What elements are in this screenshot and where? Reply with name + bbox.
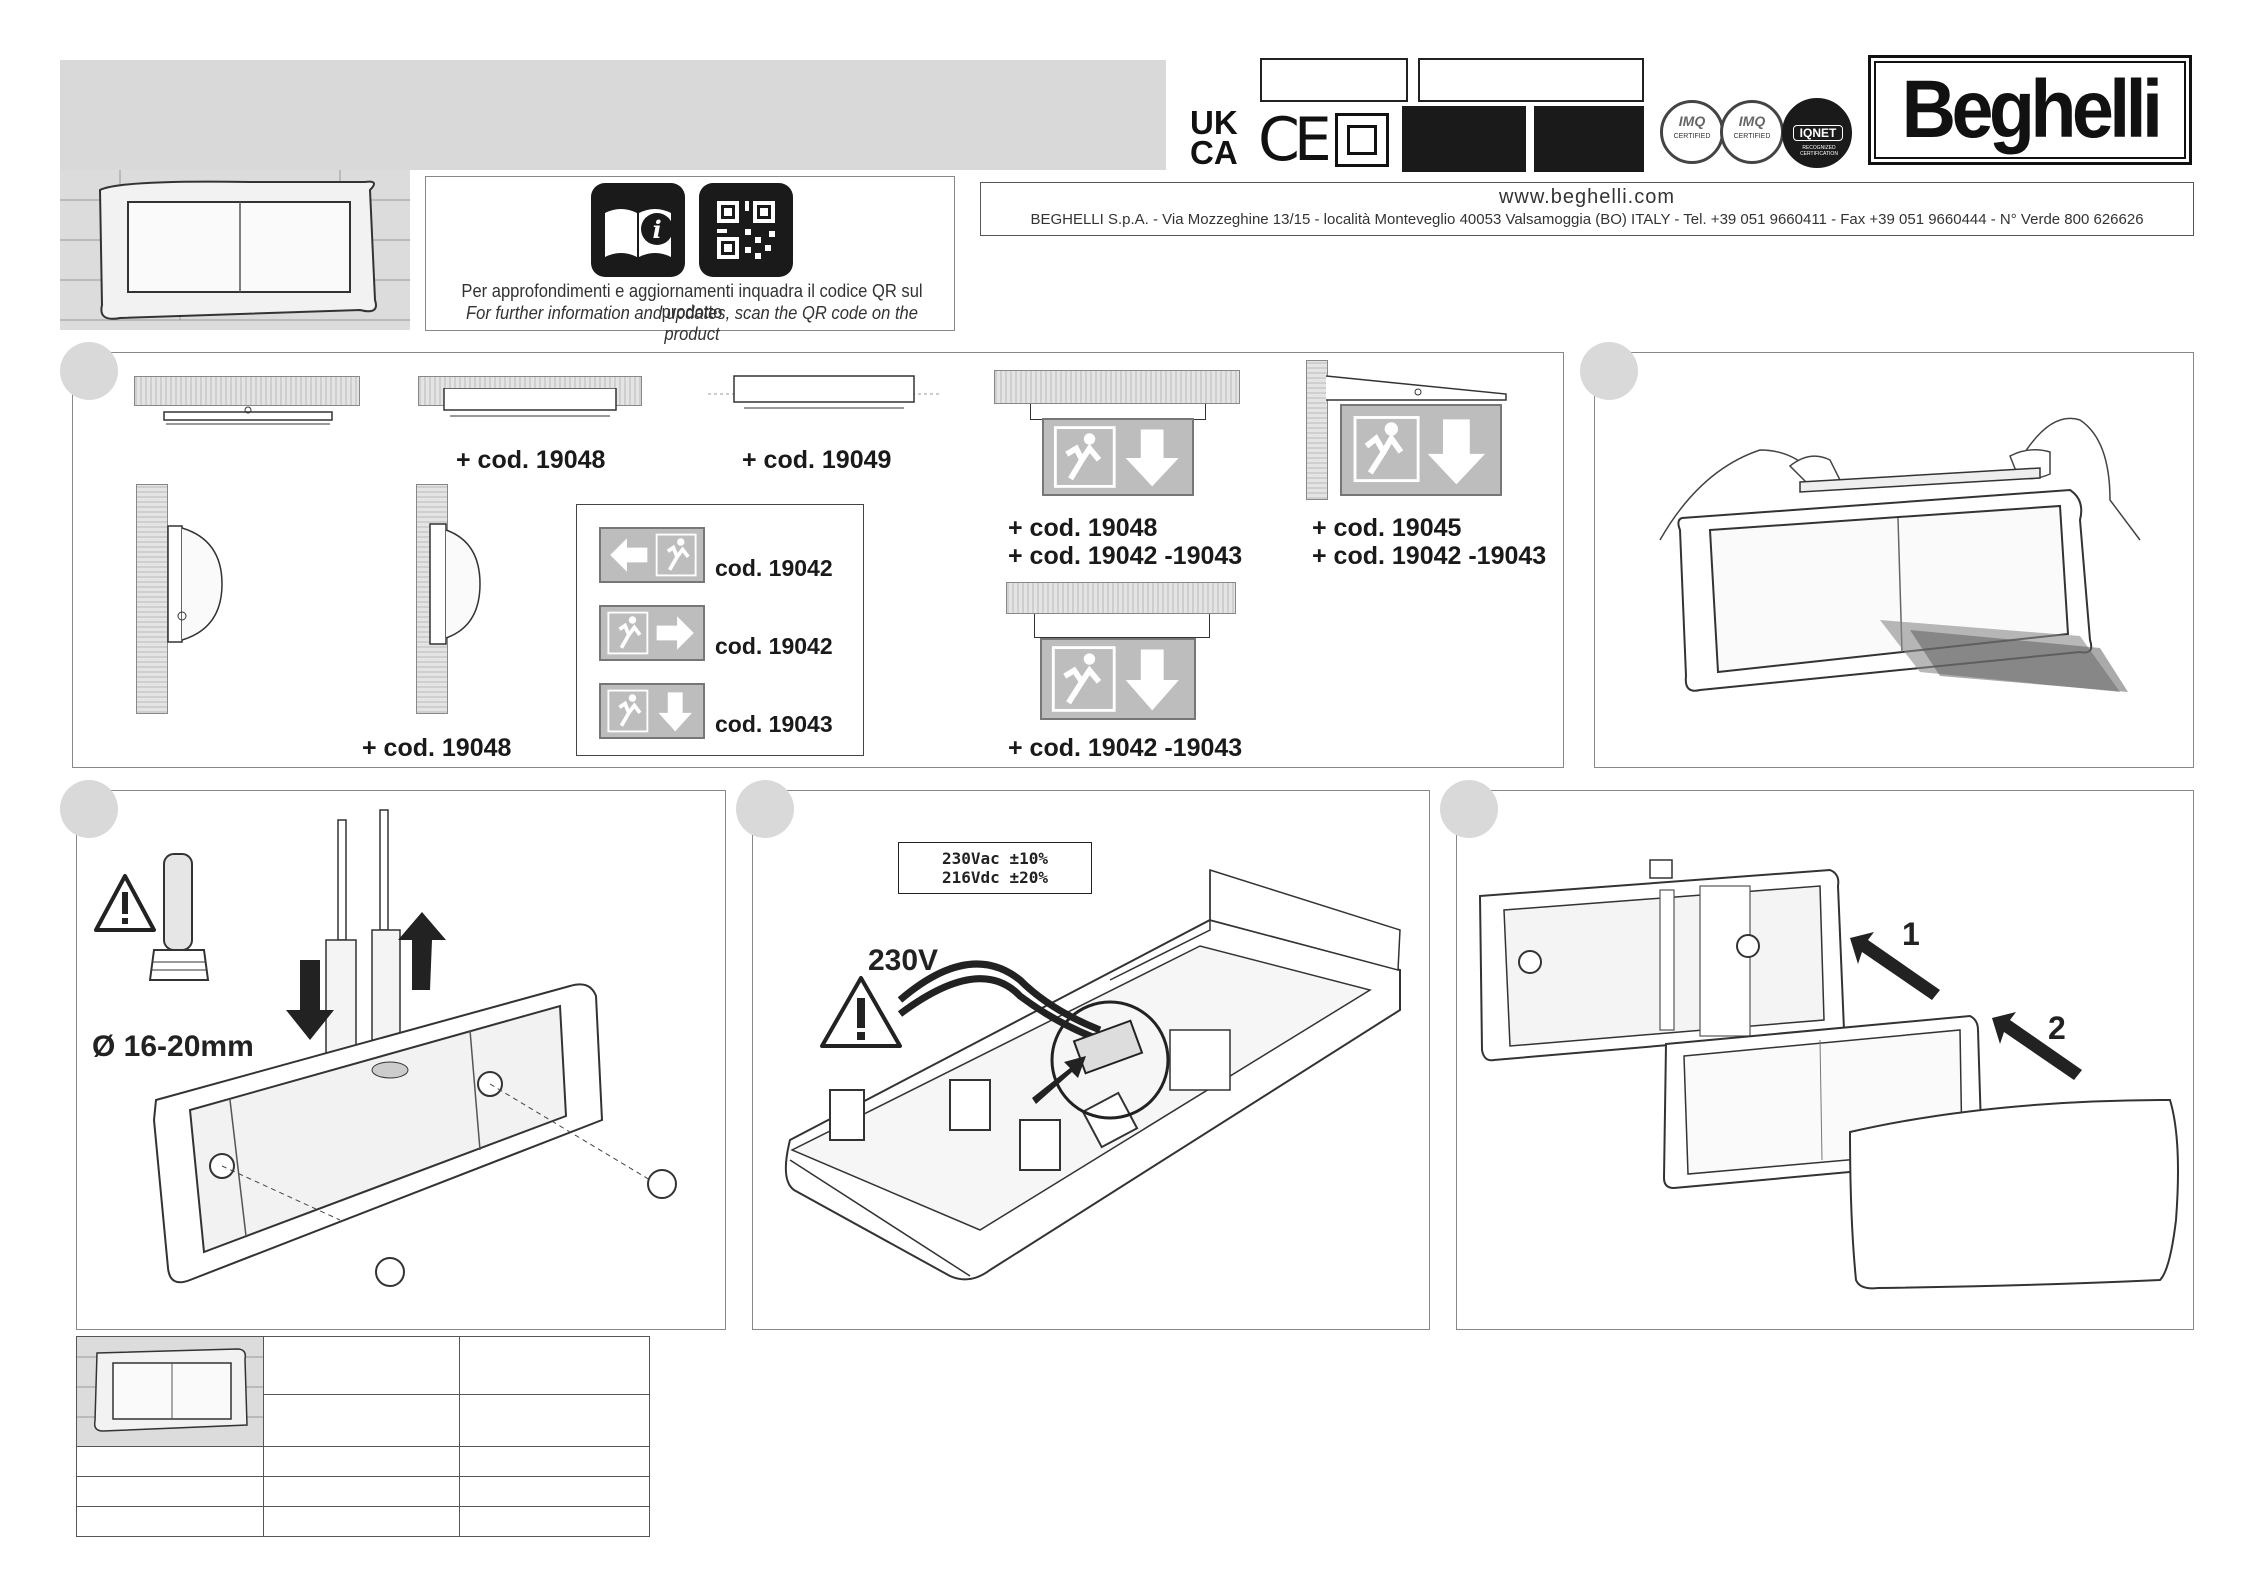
manual-info-icon: i — [591, 183, 685, 277]
table-cell — [263, 1394, 460, 1447]
label-wall-flag-b: + cod. 19042 -19043 — [1312, 542, 1547, 570]
suspended-mount-2 — [1034, 614, 1210, 638]
step-5-circle — [1440, 780, 1498, 838]
luminaire-wall-surface — [166, 520, 226, 650]
table-cell — [263, 1446, 460, 1477]
pictogram-down-code: cod. 19043 — [715, 711, 833, 737]
label-suspended-2: + cod. 19042 -19043 — [1008, 734, 1243, 762]
wall-3 — [1306, 360, 1328, 500]
table-cell — [76, 1446, 264, 1477]
ukca-mark: UK CA — [1190, 104, 1250, 174]
ceiling-3 — [994, 370, 1240, 404]
table-row — [76, 1506, 651, 1537]
step4-luminaire-illustration — [770, 830, 1430, 1320]
voltage-spec-box: 230Vac ±10% 216Vdc ±20% — [898, 842, 1092, 894]
warning-icon-step4 — [818, 974, 904, 1050]
pictogram-left-code: cod. 19042 — [715, 555, 833, 581]
luminaire-ceiling-surface — [160, 406, 336, 430]
step-2-circle — [1580, 342, 1638, 400]
ce-mark: CE — [1258, 105, 1332, 175]
voltage-ac: 230Vac ±10% — [942, 849, 1048, 868]
voltage-dc: 216Vdc ±20% — [942, 868, 1048, 887]
brand-logo: Beghelli — [1868, 55, 2192, 165]
ukca-bottom: CA — [1190, 134, 1238, 171]
imq-cert-icon-1: IMQ CERTIFIED — [1660, 100, 1724, 164]
svg-text:i: i — [652, 215, 661, 244]
label-suspended-1b: + cod. 19042 -19043 — [1008, 542, 1243, 570]
company-address-box: www.beghelli.com BEGHELLI S.p.A. - Via M… — [980, 182, 2194, 236]
pictogram-right-code: cod. 19042 — [715, 633, 833, 659]
table-cell — [458, 1394, 651, 1447]
wall-flag-sign — [1340, 404, 1502, 496]
ceiling-4 — [1006, 582, 1236, 614]
table-cell — [458, 1335, 651, 1396]
table-thumbnail-cell — [76, 1336, 264, 1447]
luminaire-wall-recessed — [428, 520, 488, 650]
label-ceiling-surface: + cod. 19049 — [742, 446, 892, 474]
arrow-2-label: 2 — [2048, 1010, 2066, 1046]
label-suspended-1a: + cod. 19048 — [1008, 514, 1158, 542]
arrow-1-label: 1 — [1902, 916, 1920, 952]
qr-code-icon — [699, 183, 793, 277]
table-cell — [263, 1506, 460, 1537]
qr-text-it: Per approfondimenti e aggiornamenti inqu… — [461, 281, 923, 322]
step-1-circle — [60, 342, 118, 400]
black-block-1 — [1402, 106, 1526, 172]
black-block-2 — [1534, 106, 1644, 172]
step-3-circle — [60, 780, 118, 838]
ukca-top: UK — [1190, 104, 1238, 141]
qr-info-box: i Per approfondimenti e aggiornamenti in… — [425, 176, 955, 344]
cable-gland-illustration — [144, 850, 214, 1000]
table-cell — [76, 1476, 264, 1507]
iqnet-cert-icon: IQNET RECOGNIZED CERTIFICATION — [1782, 98, 1852, 168]
flag-bracket — [1325, 372, 1512, 402]
empty-label-box-1 — [1260, 58, 1408, 102]
website-link[interactable]: www.beghelli.com — [1498, 186, 1676, 208]
product-info-table — [76, 1335, 651, 1537]
pictogram-down-arrow — [599, 683, 705, 739]
step5-luminaire-illustration — [1470, 840, 2190, 1300]
product-thumbnail — [60, 170, 410, 330]
suspended-sign-1 — [1042, 418, 1194, 496]
company-address: BEGHELLI S.p.A. - Via Mozzeghine 13/15 -… — [1030, 211, 2144, 228]
warning-icon-step3 — [92, 872, 158, 934]
table-row — [76, 1446, 651, 1477]
open-luminaire-illustration — [1640, 390, 2170, 700]
label-wall-recessed: + cod. 19048 — [362, 734, 512, 762]
label-ceiling-recessed: + cod. 19048 — [456, 446, 606, 474]
step-4-circle — [736, 780, 794, 838]
table-cell — [458, 1446, 651, 1477]
qr-text-en: For further information and updates, sca… — [465, 303, 918, 344]
luminaire-ceiling-box — [708, 372, 940, 412]
table-row — [76, 1476, 651, 1507]
table-cell — [263, 1476, 460, 1507]
table-cell — [76, 1506, 264, 1537]
label-wall-flag-a: + cod. 19045 — [1312, 514, 1462, 542]
table-cell — [263, 1335, 460, 1396]
cable-diameter-label: Ø 16-20mm — [92, 1030, 254, 1063]
brand-name: Beghelli — [1901, 64, 2163, 155]
imq-cert-icon-2: IMQ CERTIFIED — [1720, 100, 1784, 164]
luminaire-ceiling-recessed — [440, 387, 620, 420]
table-cell — [458, 1506, 651, 1537]
pictogram-options-box: cod. 19042 cod. 19042 cod. 19043 — [576, 504, 864, 756]
double-insulation-icon — [1335, 113, 1389, 167]
wall-1 — [136, 484, 168, 714]
suspended-sign-2 — [1040, 638, 1196, 720]
empty-label-box-2 — [1418, 58, 1644, 102]
table-cell — [458, 1476, 651, 1507]
step3-luminaire-illustration — [150, 800, 690, 1310]
header-band — [60, 60, 1166, 170]
mains-voltage-label: 230V — [868, 944, 939, 977]
pictogram-right-arrow — [599, 605, 705, 661]
ceiling-1 — [134, 376, 360, 406]
pictogram-left-arrow — [599, 527, 705, 583]
